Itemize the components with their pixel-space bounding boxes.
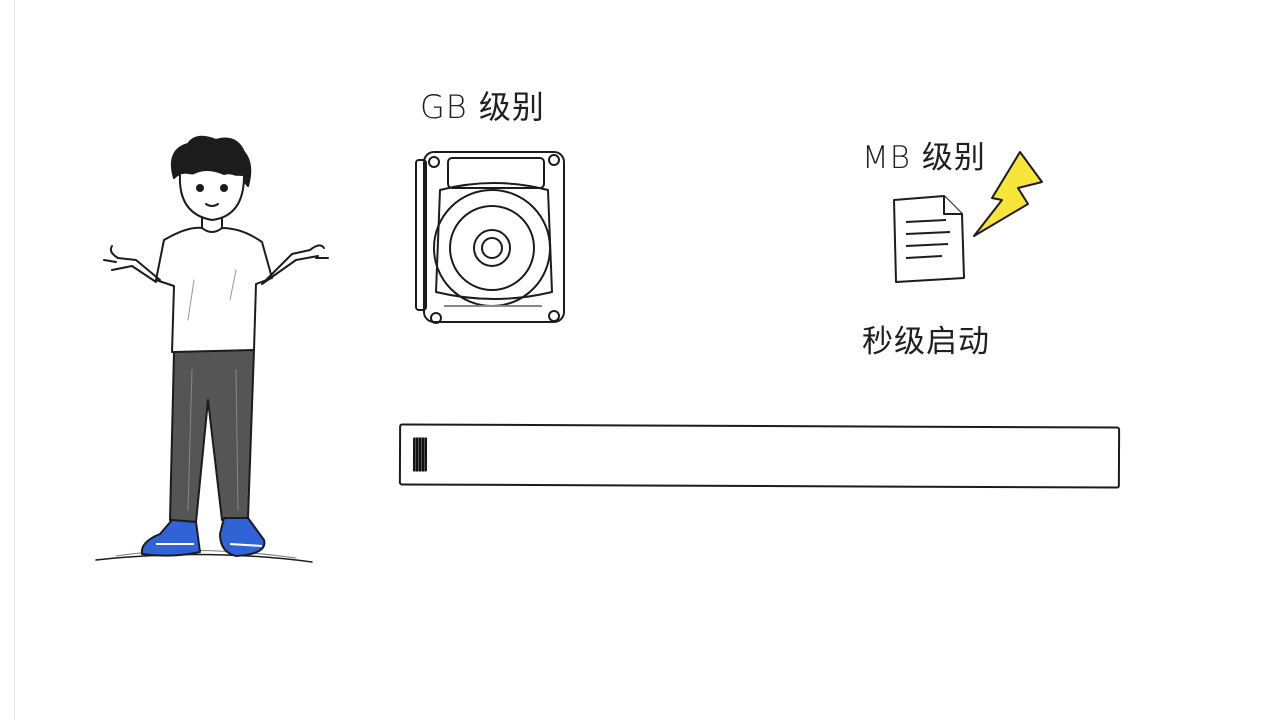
document-icon [893, 195, 965, 283]
page-edge-line [14, 0, 15, 720]
hard-drive-icon [415, 151, 565, 324]
loading-progress-fill [412, 437, 428, 472]
file-size-label: MB 级别 [862, 140, 986, 176]
hdd-size-label: GB 级别 [420, 88, 545, 126]
startup-caption: 秒级启动 [862, 324, 990, 360]
loading-progress-bar [398, 423, 1121, 489]
shrugging-person-illustration [95, 135, 329, 563]
lightning-icon [973, 151, 1043, 237]
